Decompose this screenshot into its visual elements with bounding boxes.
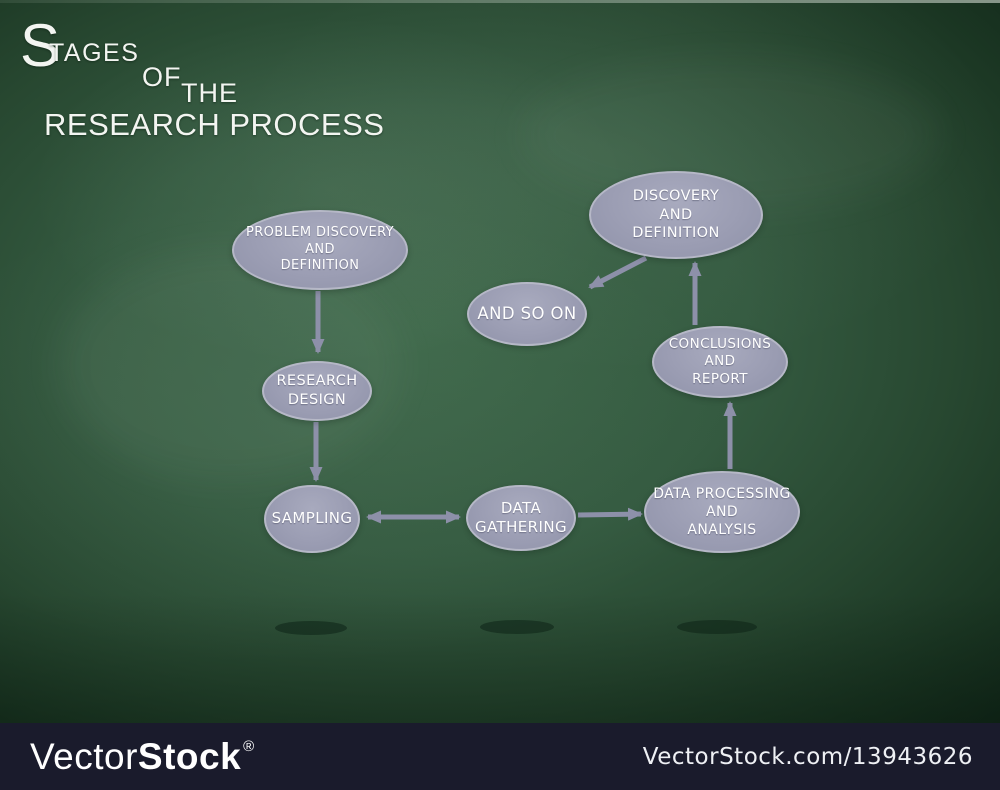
logo-stock: Stock <box>137 735 242 777</box>
vectorstock-logo: VectorStock® <box>30 736 255 778</box>
node-sampling: SAMPLING <box>264 485 360 553</box>
watermark-url: VectorStock.com/13943626 <box>642 743 973 770</box>
watermark-bar: VectorStock® VectorStock.com/13943626 <box>0 723 1000 790</box>
floor-shadow <box>480 620 554 634</box>
node-label: PROBLEM DISCOVERY AND DEFINITION <box>245 224 395 274</box>
node-data-processing: DATA PROCESSING AND ANALYSIS <box>644 471 800 553</box>
title-stages: TAGES <box>49 39 140 67</box>
node-research-design: RESEARCH DESIGN <box>262 361 372 421</box>
registered-mark: ® <box>243 737 255 755</box>
node-label: DATA GATHERING <box>475 498 567 537</box>
title-research-process: RESEARCH PROCESS <box>44 107 385 142</box>
node-label: DISCOVERY AND DEFINITION <box>632 187 720 242</box>
node-label: RESEARCH DESIGN <box>276 373 358 408</box>
arrow-data-gathering-to-data-processing <box>577 507 643 521</box>
node-label: CONCLUSIONS AND REPORT <box>668 335 772 387</box>
node-discovery: DISCOVERY AND DEFINITION <box>589 171 763 259</box>
node-data-gathering: DATA GATHERING <box>466 485 576 551</box>
floor-shadow <box>275 621 347 635</box>
floor-shadow <box>677 620 757 634</box>
node-and-so-on: AND SO ON <box>467 282 587 346</box>
node-conclusions: CONCLUSIONS AND REPORT <box>652 326 788 398</box>
node-label: DATA PROCESSING AND ANALYSIS <box>653 485 791 539</box>
node-label: AND SO ON <box>477 304 577 324</box>
title-the: THE <box>181 78 238 108</box>
node-label: SAMPLING <box>271 509 353 528</box>
node-problem-discovery: PROBLEM DISCOVERY AND DEFINITION <box>232 210 408 290</box>
board-top-edge <box>0 0 1000 3</box>
logo-vector: Vector <box>30 735 138 777</box>
chalkboard-background: S TAGES OF THE RESEARCH PROCESS <box>0 0 1000 723</box>
title-of: OF <box>142 62 182 92</box>
title-initial: S <box>20 12 61 79</box>
arrow-discovery-to-and-so-on <box>588 255 648 290</box>
